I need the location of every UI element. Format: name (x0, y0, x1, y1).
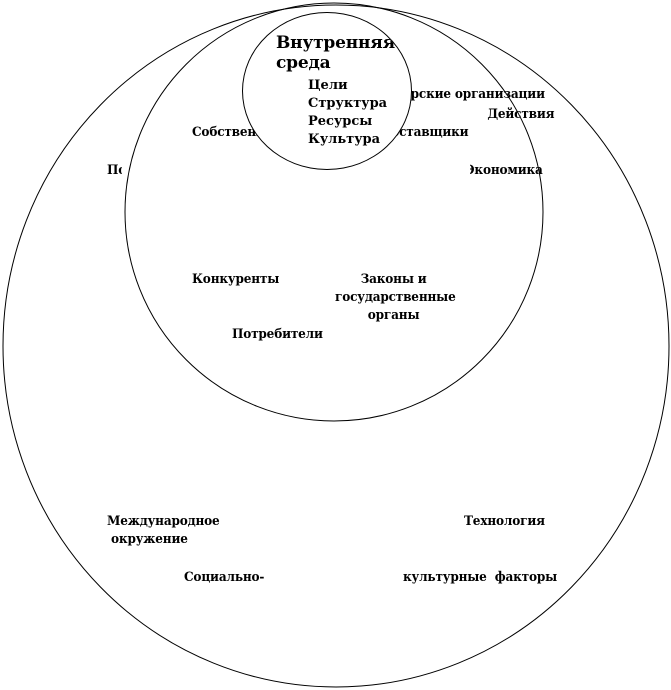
label-economy: Экономика (470, 163, 543, 178)
label-politics: Политика (107, 163, 122, 178)
outer-environment-circle (2, 4, 670, 688)
label-actions: Действия (487, 107, 555, 122)
internal-environment-list: Цели Структура Ресурсы Культура (308, 77, 387, 149)
label-technology: Технология (464, 514, 545, 529)
direct-environment-circle (124, 2, 544, 422)
label-socio: Социально- (184, 570, 265, 585)
label-consumers: Потребители (232, 327, 323, 342)
internal-item-culture: Культура (308, 132, 381, 147)
internal-item-resources: Ресурсы (308, 114, 373, 129)
label-cultural: культурные факторы (403, 570, 558, 585)
label-laws: Законы и государственные органы (335, 272, 456, 323)
internal-environment-circle: Внутренняя среда Цели Структура Ресурсы … (242, 12, 412, 170)
label-competitors: Конкуренты (192, 272, 280, 287)
label-suppliers: Поставщики (380, 125, 469, 140)
internal-environment-title: Внутренняя среда (276, 33, 395, 73)
label-international: Международное окружение (107, 514, 220, 547)
internal-item-goals: Цели (308, 78, 348, 93)
internal-item-structure: Структура (308, 96, 388, 111)
